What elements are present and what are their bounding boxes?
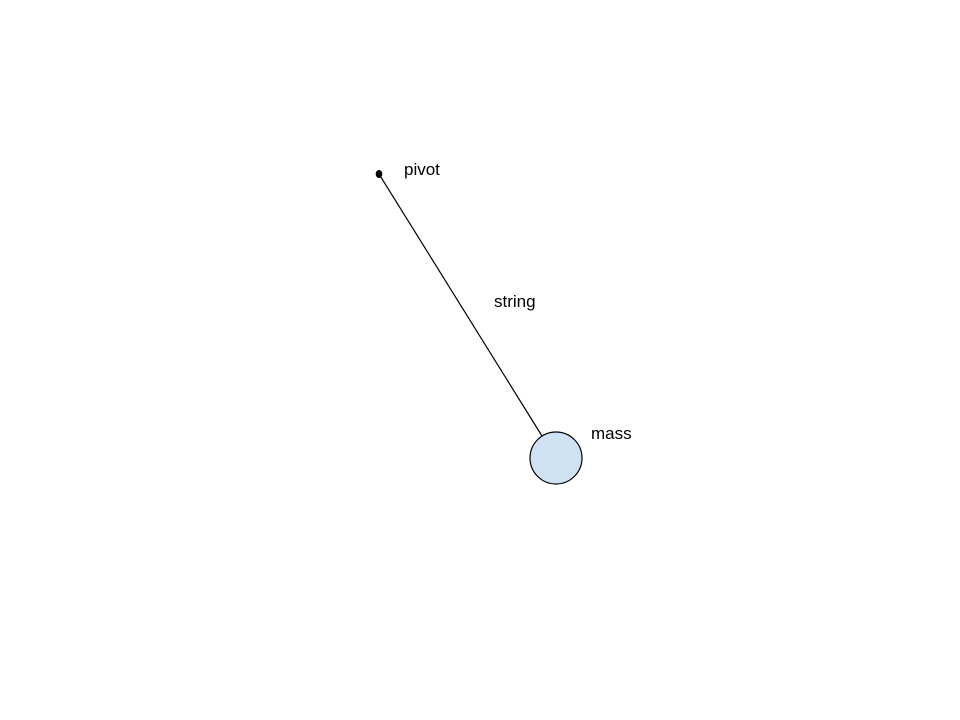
pivot-label: pivot <box>404 160 440 179</box>
pivot-point <box>375 170 383 178</box>
pendulum-mass <box>529 431 583 485</box>
mass-label: mass <box>591 424 632 443</box>
string-label: string <box>494 292 536 311</box>
pendulum-string <box>378 173 543 437</box>
